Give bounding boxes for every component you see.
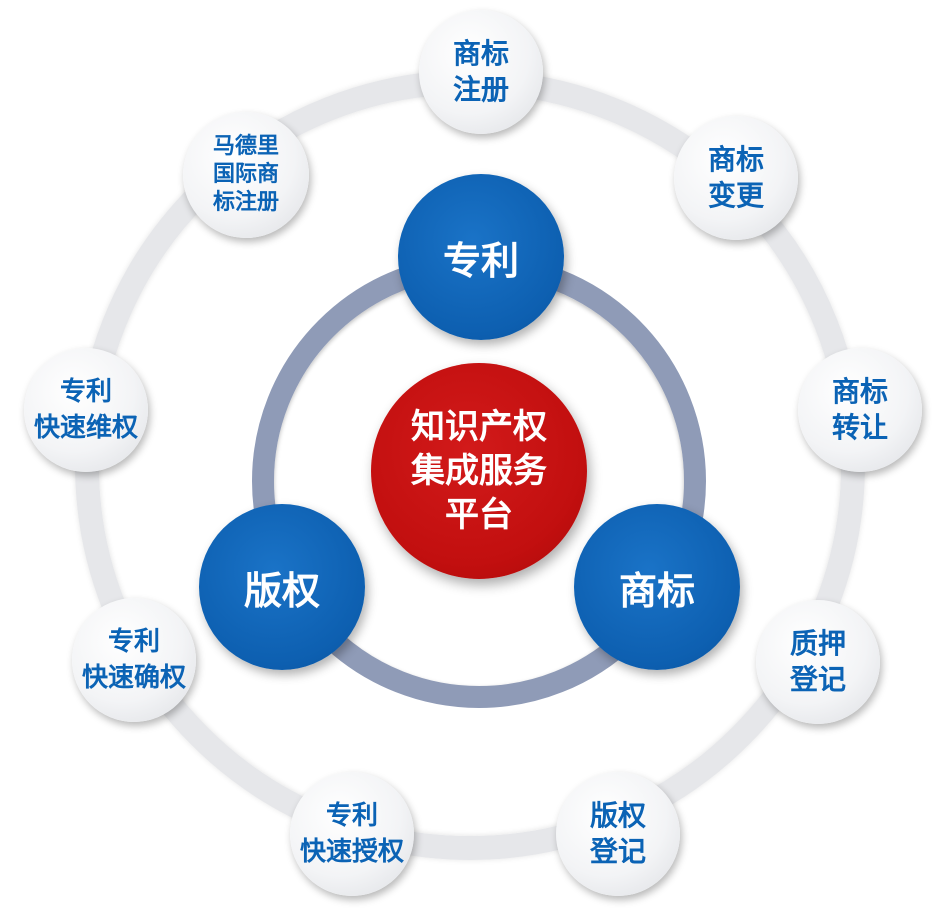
center-node: 知识产权 集成服务 平台 bbox=[371, 363, 587, 579]
service-patent-fast-protect: 专利 快速维权 bbox=[24, 348, 148, 472]
service-trademark-transfer: 商标 转让 bbox=[798, 348, 922, 472]
node-label: 版权 bbox=[243, 568, 320, 613]
service-label: 商标 转让 bbox=[831, 375, 888, 444]
node-copyright: 版权 bbox=[199, 504, 365, 670]
service-label: 商标 注册 bbox=[452, 37, 509, 106]
service-patent-fast-confirm: 专利 快速确权 bbox=[72, 598, 196, 722]
service-trademark-registration: 商标 注册 bbox=[419, 10, 543, 134]
node-label: 商标 bbox=[618, 568, 695, 613]
node-trademark: 商标 bbox=[574, 504, 740, 670]
service-pledge-registration: 质押 登记 bbox=[756, 600, 880, 724]
service-label: 专利 快速授权 bbox=[299, 801, 404, 867]
node-label: 专利 bbox=[442, 238, 519, 283]
service-label: 版权 登记 bbox=[589, 799, 646, 868]
service-madrid-registration: 马德里 国际商 标注册 bbox=[183, 112, 309, 238]
service-copyright-registration: 版权 登记 bbox=[556, 772, 680, 896]
node-patent: 专利 bbox=[398, 174, 564, 340]
service-label: 专利 快速维权 bbox=[33, 377, 138, 443]
center-label: 知识产权 集成服务 平台 bbox=[411, 407, 547, 535]
service-label: 专利 快速确权 bbox=[81, 627, 186, 693]
service-trademark-change: 商标 变更 bbox=[674, 116, 798, 240]
service-label: 质押 登记 bbox=[789, 627, 846, 696]
service-label: 商标 变更 bbox=[707, 143, 764, 212]
service-patent-fast-grant: 专利 快速授权 bbox=[290, 772, 414, 896]
service-label: 马德里 国际商 标注册 bbox=[212, 134, 279, 215]
